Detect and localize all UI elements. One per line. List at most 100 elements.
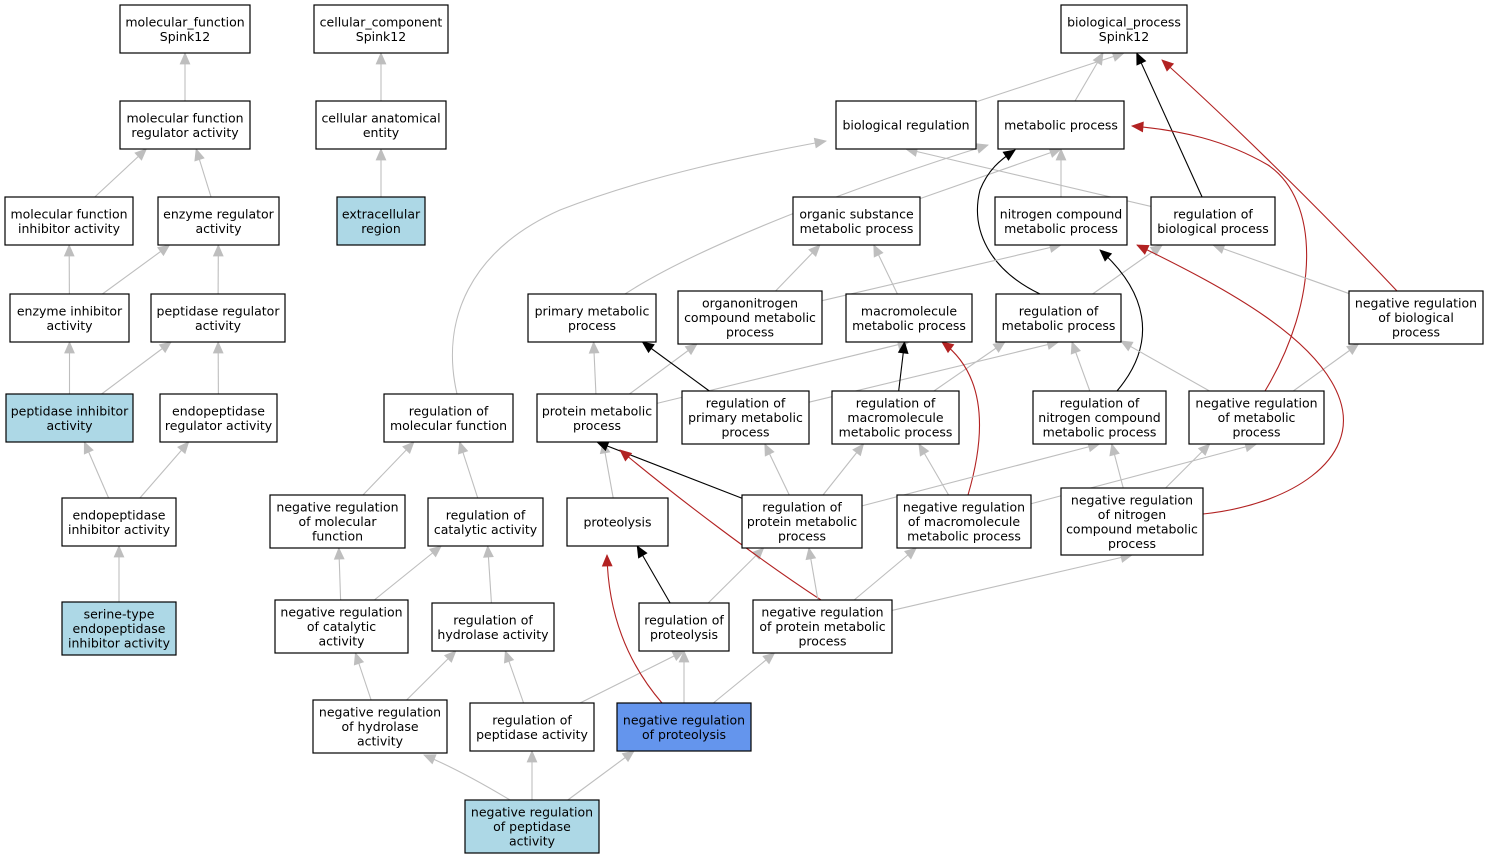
- edge-pia-to-pra-arrowhead: [158, 341, 172, 354]
- node-label-line: negative regulation: [903, 500, 1025, 515]
- edge-rmp-to-mp: [976, 149, 1041, 295]
- node-label-line: Spink12: [356, 29, 406, 44]
- node-label-line: of proteolysis: [642, 727, 726, 742]
- edge-er-to-cae-arrowhead: [375, 147, 387, 161]
- node-label-line: primary metabolic: [688, 410, 803, 425]
- node-label-line: process: [1232, 425, 1280, 440]
- node-box: [638, 602, 730, 652]
- edge-nrncmp-to-ncmp: [1136, 244, 1344, 515]
- node-box: [464, 799, 600, 854]
- node-label-line: of peptidase: [493, 819, 571, 834]
- node-prot[interactable]: proteolysis: [566, 497, 669, 547]
- node-label-line: negative regulation: [761, 605, 883, 620]
- node-box: [1060, 487, 1204, 556]
- node-label-line: peptidase inhibitor: [11, 403, 129, 418]
- node-label-line: serine-type: [84, 607, 155, 622]
- node-box: [566, 497, 669, 547]
- edge-cae-to-cc-arrowhead: [375, 51, 387, 65]
- edge-rprmp-to-rpmp-arrowhead: [764, 443, 775, 457]
- node-label-line: of nitrogen: [1098, 507, 1166, 522]
- edge-ncmp-to-mp-arrowhead: [1055, 147, 1067, 161]
- node-label-line: extracellular: [342, 206, 421, 221]
- node-breg[interactable]: biological regulation: [835, 100, 977, 150]
- edge-nrca-to-rca: [373, 545, 442, 601]
- node-box: [845, 293, 973, 343]
- edge-rpmp-to-pmp: [642, 341, 710, 392]
- node-label-line: activity: [195, 318, 242, 333]
- node-label-line: negative regulation: [471, 805, 593, 820]
- node-label-line: process: [798, 634, 846, 649]
- node-label-line: regulation of: [856, 396, 936, 411]
- node-label-line: molecular function: [126, 110, 243, 125]
- edge-nrca-to-rca-arrowhead: [428, 545, 442, 558]
- edge-nrmp-to-mp: [1131, 125, 1308, 392]
- node-label-line: metabolic process: [800, 221, 914, 236]
- node-label-line: function: [312, 529, 363, 544]
- node-label-line: peptidase regulator: [157, 303, 281, 318]
- node-label-line: macromolecule: [847, 410, 943, 425]
- edge-pra-to-era-arrowhead: [212, 243, 224, 257]
- node-box: [527, 293, 657, 343]
- node-box: [274, 599, 409, 654]
- node-label-line: negative regulation: [280, 605, 402, 620]
- node-label-line: cellular anatomical: [321, 110, 440, 125]
- node-label-line: entity: [363, 125, 400, 140]
- edge-rmf-to-breg-arrowhead: [813, 137, 827, 149]
- edge-nrbp-to-bp-arrowhead: [1161, 59, 1175, 72]
- edge-eia-to-mfia-arrowhead: [63, 243, 75, 257]
- node-box: [1060, 4, 1188, 54]
- node-mp[interactable]: metabolic process: [997, 100, 1125, 150]
- node-label-line: regulation of: [706, 396, 786, 411]
- node-label-line: region: [361, 221, 401, 236]
- node-box: [5, 393, 134, 443]
- edge-rmmp-to-rmp-arrowhead: [992, 341, 1006, 353]
- node-label-line: process: [1108, 536, 1156, 551]
- node-box: [997, 100, 1125, 150]
- node-label-line: protein metabolic: [542, 403, 652, 418]
- node-label-line: molecular function: [390, 418, 507, 433]
- edge-rbp-to-bp: [1136, 52, 1203, 198]
